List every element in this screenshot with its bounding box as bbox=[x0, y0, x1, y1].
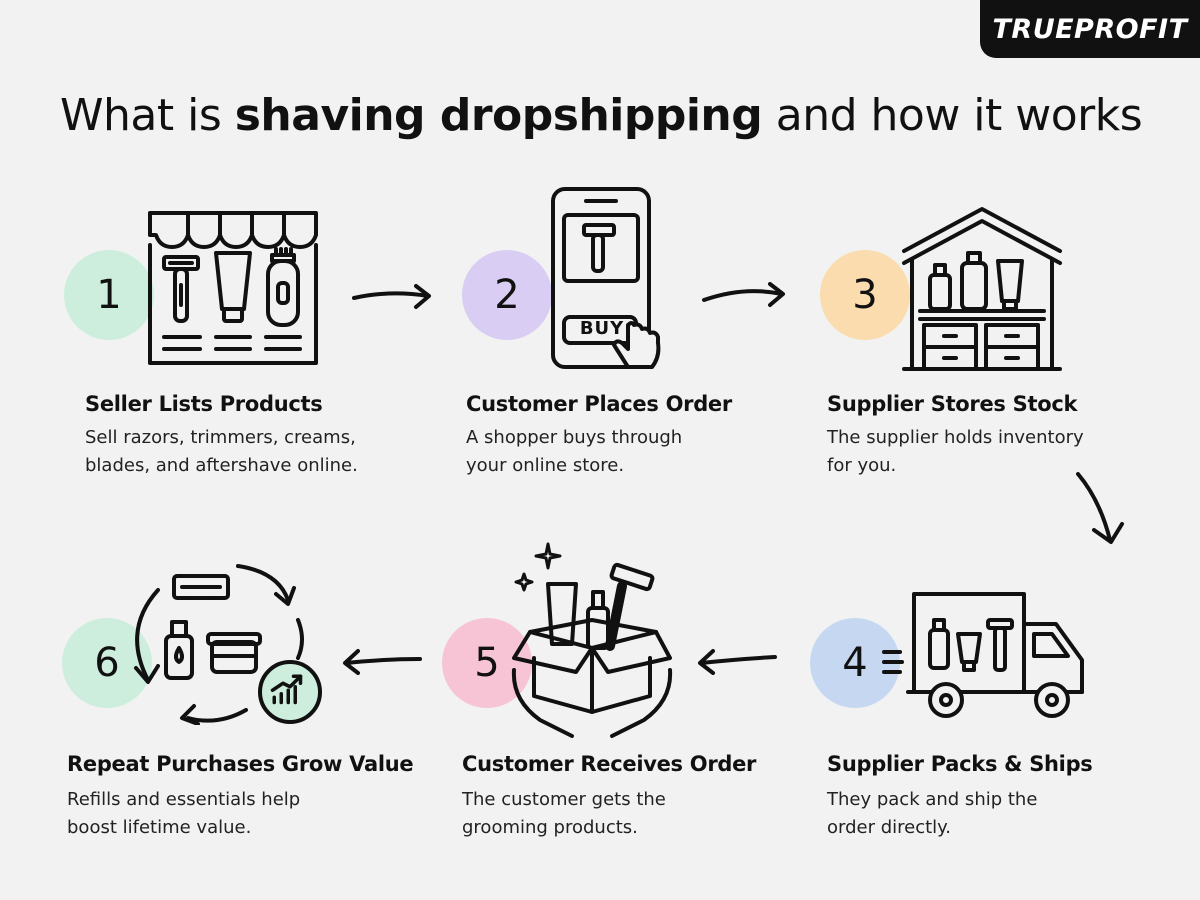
brand-logo-text: TRUEPROFIT bbox=[992, 13, 1188, 45]
brand-logo: TRUEPROFIT bbox=[980, 0, 1200, 58]
step-3-description: The supplier holds inventory for you. bbox=[827, 427, 1084, 476]
step-1-number: 1 bbox=[96, 272, 122, 318]
storefront-products-icon bbox=[140, 205, 325, 370]
step-2-badge: 2 bbox=[462, 250, 552, 340]
warehouse-icon bbox=[900, 205, 1065, 375]
step-4-title: Supplier Packs & Ships bbox=[827, 752, 1093, 776]
step-1-description: Sell razors, trimmers, creams, blades, a… bbox=[85, 427, 358, 476]
step-2-title: Customer Places Order bbox=[466, 392, 732, 416]
title-suffix: and how it works bbox=[762, 90, 1143, 141]
step-2-description: A shopper buys through your online store… bbox=[466, 427, 683, 476]
step-4-number: 4 bbox=[842, 640, 868, 686]
delivery-truck-icon bbox=[876, 590, 1091, 720]
buy-button-label: BUY bbox=[579, 318, 625, 339]
step-6-number: 6 bbox=[94, 640, 120, 686]
step-1-badge: 1 bbox=[64, 250, 154, 340]
step-3-badge: 3 bbox=[820, 250, 910, 340]
arrow-step3-to-step4 bbox=[1070, 470, 1130, 550]
repeat-cycle-growth-icon bbox=[128, 560, 333, 725]
title-bold: shaving dropshipping bbox=[234, 90, 763, 141]
open-box-hands-icon bbox=[510, 540, 675, 740]
arrow-step5-to-step6 bbox=[340, 645, 425, 675]
step-5-title: Customer Receives Order bbox=[462, 752, 757, 776]
page-title: What is shaving dropshipping and how it … bbox=[60, 88, 1160, 144]
arrow-step4-to-step5 bbox=[695, 645, 780, 675]
step-2-number: 2 bbox=[494, 272, 520, 318]
step-6-description: Refills and essentials help boost lifeti… bbox=[67, 789, 301, 838]
step-6-title: Repeat Purchases Grow Value bbox=[67, 752, 414, 776]
step-3-title: Supplier Stores Stock bbox=[827, 392, 1078, 416]
step-4-description: They pack and ship the order directly. bbox=[827, 789, 1038, 838]
growth-chart-badge bbox=[258, 660, 322, 724]
arrow-step2-to-step3 bbox=[700, 282, 790, 312]
step-5-description: The customer gets the grooming products. bbox=[462, 789, 666, 838]
step-3-number: 3 bbox=[852, 272, 878, 318]
arrow-step1-to-step2 bbox=[350, 282, 434, 312]
phone-buy-icon bbox=[548, 185, 678, 385]
step-1-title: Seller Lists Products bbox=[85, 392, 323, 416]
step-5-number: 5 bbox=[474, 640, 500, 686]
title-prefix: What is bbox=[60, 90, 235, 141]
